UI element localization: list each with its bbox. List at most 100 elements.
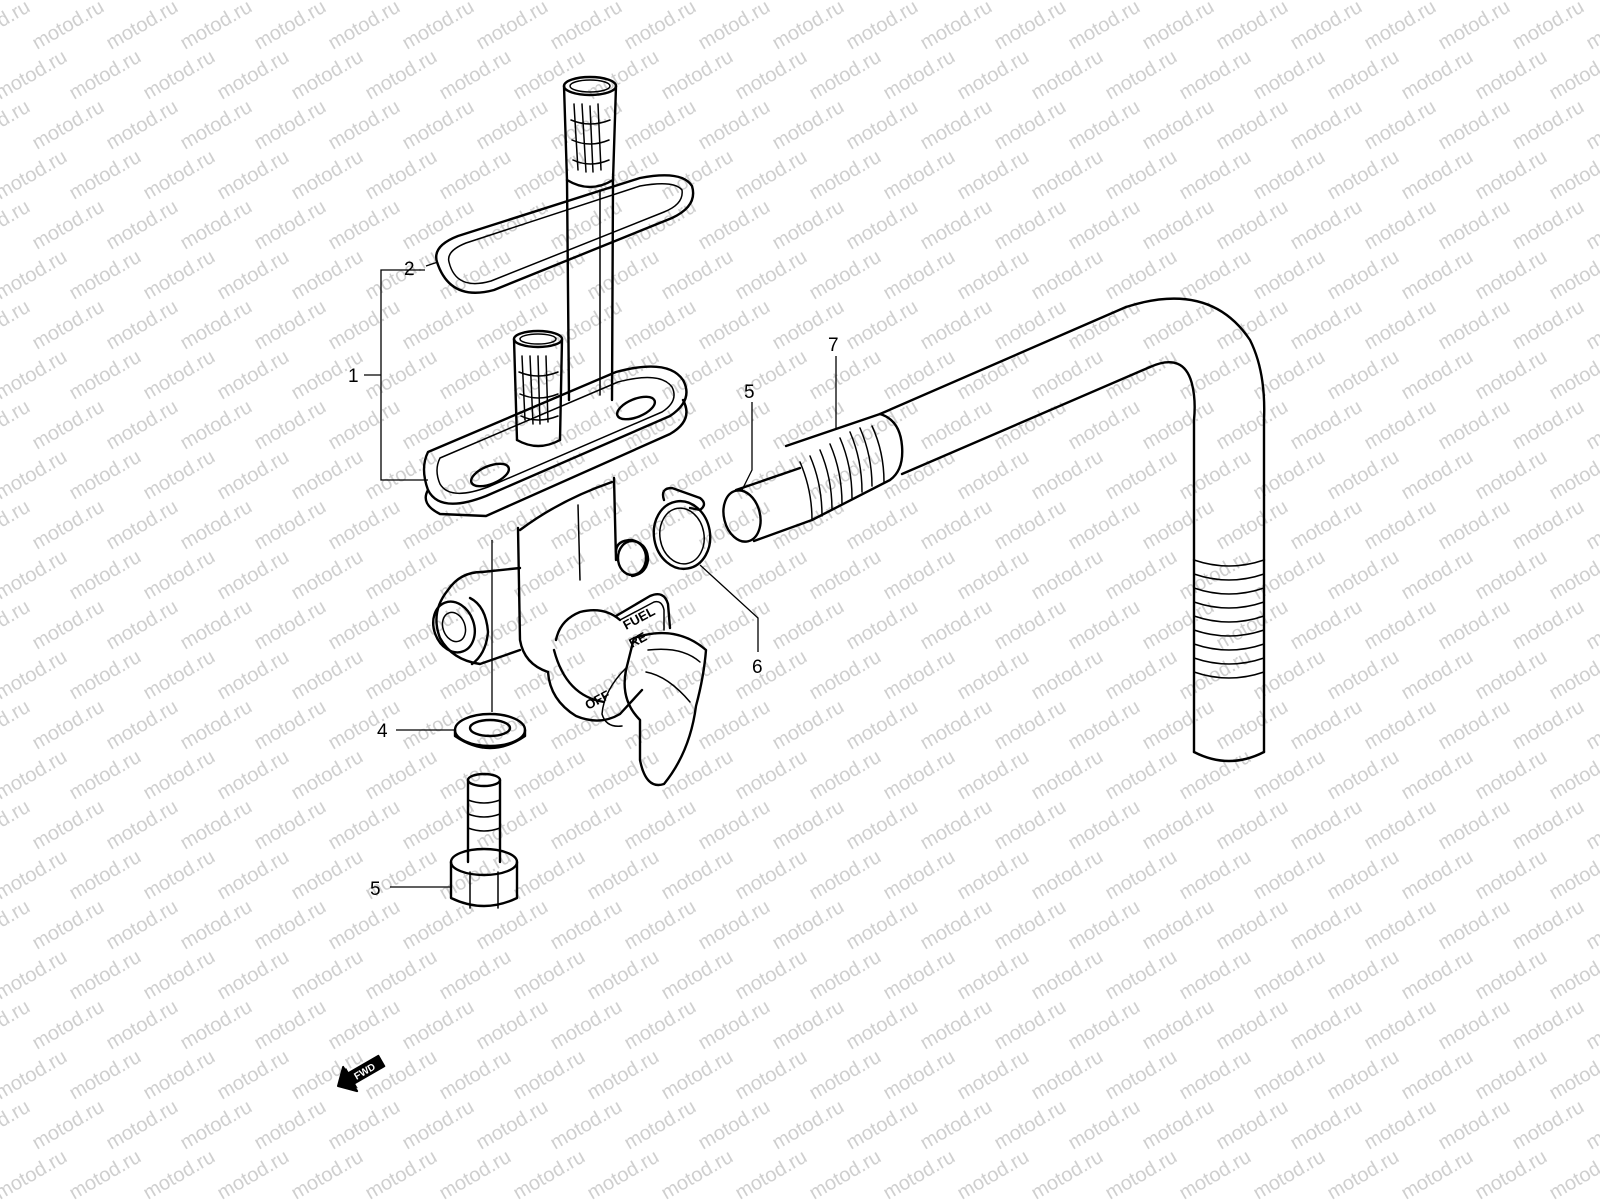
watermark-text: motod.ru bbox=[1546, 46, 1600, 105]
watermark-text: motod.ru bbox=[140, 846, 219, 905]
watermark-text: motod.ru bbox=[843, 696, 922, 755]
watermark-text: motod.ru bbox=[1509, 396, 1588, 455]
watermark-text: motod.ru bbox=[1065, 96, 1144, 155]
watermark-text: motod.ru bbox=[473, 1196, 552, 1200]
watermark-text: motod.ru bbox=[0, 846, 71, 905]
watermark-text: motod.ru bbox=[140, 1146, 219, 1200]
watermark-text: motod.ru bbox=[1213, 1096, 1292, 1155]
watermark-text: motod.ru bbox=[1509, 696, 1588, 755]
watermark-text: motod.ru bbox=[1176, 346, 1255, 405]
watermark-text: motod.ru bbox=[732, 1046, 811, 1105]
watermark-text: motod.ru bbox=[1102, 946, 1181, 1005]
watermark-text: motod.ru bbox=[843, 1196, 922, 1200]
watermark-text: motod.ru bbox=[806, 746, 885, 805]
watermark-text: motod.ru bbox=[732, 0, 811, 4]
watermark-text: motod.ru bbox=[214, 746, 293, 805]
watermark-text: motod.ru bbox=[1250, 646, 1329, 705]
watermark-text: motod.ru bbox=[288, 646, 367, 705]
watermark-text: motod.ru bbox=[843, 496, 922, 555]
watermark-text: motod.ru bbox=[103, 596, 182, 655]
watermark-text: motod.ru bbox=[806, 346, 885, 405]
watermark-text: motod.ru bbox=[880, 346, 959, 405]
watermark-text: motod.ru bbox=[214, 246, 293, 305]
watermark-text: motod.ru bbox=[1435, 896, 1514, 955]
watermark-text: motod.ru bbox=[621, 96, 700, 155]
watermark-text: motod.ru bbox=[1435, 496, 1514, 555]
watermark-text: motod.ru bbox=[991, 596, 1070, 655]
watermark-text: motod.ru bbox=[325, 1196, 404, 1200]
watermark-text: motod.ru bbox=[1435, 696, 1514, 755]
watermark-text: motod.ru bbox=[880, 146, 959, 205]
watermark-text: motod.ru bbox=[251, 1096, 330, 1155]
watermark-text: motod.ru bbox=[1583, 596, 1600, 655]
watermark-text: motod.ru bbox=[621, 1196, 700, 1200]
watermark-text: motod.ru bbox=[1398, 846, 1477, 905]
watermark-text: motod.ru bbox=[140, 946, 219, 1005]
watermark-text: motod.ru bbox=[1065, 0, 1144, 54]
watermark-text: motod.ru bbox=[991, 696, 1070, 755]
watermark-text: motod.ru bbox=[103, 396, 182, 455]
watermark-text: motod.ru bbox=[880, 546, 959, 605]
watermark-text: motod.ru bbox=[0, 946, 71, 1005]
watermark-text: motod.ru bbox=[214, 646, 293, 705]
watermark-text: motod.ru bbox=[1287, 796, 1366, 855]
watermark-text: motod.ru bbox=[843, 196, 922, 255]
watermark-text: motod.ru bbox=[251, 496, 330, 555]
watermark-text: motod.ru bbox=[29, 596, 108, 655]
watermark-text: motod.ru bbox=[658, 446, 737, 505]
watermark-text: motod.ru bbox=[1583, 896, 1600, 955]
watermark-text: motod.ru bbox=[1287, 1196, 1366, 1200]
watermark-text: motod.ru bbox=[1287, 96, 1366, 155]
watermark-text: motod.ru bbox=[991, 396, 1070, 455]
watermark-text: motod.ru bbox=[66, 746, 145, 805]
watermark-text: motod.ru bbox=[806, 846, 885, 905]
watermark-text: motod.ru bbox=[0, 546, 71, 605]
watermark-text: motod.ru bbox=[769, 1096, 848, 1155]
watermark-text: motod.ru bbox=[917, 496, 996, 555]
watermark-text: motod.ru bbox=[1287, 696, 1366, 755]
watermark-text: motod.ru bbox=[510, 246, 589, 305]
watermark-text: motod.ru bbox=[510, 846, 589, 905]
watermark-text: motod.ru bbox=[0, 696, 34, 755]
watermark-text: motod.ru bbox=[1213, 396, 1292, 455]
watermark-text: motod.ru bbox=[1509, 1196, 1588, 1200]
watermark-text: motod.ru bbox=[917, 896, 996, 955]
watermark-text: motod.ru bbox=[473, 0, 552, 54]
watermark-text: motod.ru bbox=[1546, 446, 1600, 505]
watermark-text: motod.ru bbox=[1361, 396, 1440, 455]
watermark-text: motod.ru bbox=[1287, 496, 1366, 555]
watermark-text: motod.ru bbox=[1546, 146, 1600, 205]
watermark-text: motod.ru bbox=[177, 1196, 256, 1200]
watermark-text: motod.ru bbox=[177, 296, 256, 355]
watermark-text: motod.ru bbox=[251, 196, 330, 255]
watermark-text: motod.ru bbox=[695, 196, 774, 255]
watermark-text: motod.ru bbox=[695, 896, 774, 955]
watermark-text: motod.ru bbox=[1324, 546, 1403, 605]
watermark-text: motod.ru bbox=[843, 896, 922, 955]
watermark-text: motod.ru bbox=[880, 846, 959, 905]
watermark-text: motod.ru bbox=[1250, 946, 1329, 1005]
watermark-text: motod.ru bbox=[436, 946, 515, 1005]
watermark-text: motod.ru bbox=[1583, 396, 1600, 455]
watermark-text: motod.ru bbox=[1509, 196, 1588, 255]
watermark-text: motod.ru bbox=[0, 596, 34, 655]
watermark-text: motod.ru bbox=[29, 0, 108, 54]
watermark-text: motod.ru bbox=[29, 496, 108, 555]
watermark-text: motod.ru bbox=[806, 1146, 885, 1200]
watermark-text: motod.ru bbox=[29, 896, 108, 955]
watermark-text: motod.ru bbox=[0, 246, 71, 305]
watermark-text: motod.ru bbox=[1287, 596, 1366, 655]
watermark-text: motod.ru bbox=[66, 846, 145, 905]
gasket-part-2 bbox=[435, 174, 695, 294]
watermark-text: motod.ru bbox=[399, 796, 478, 855]
watermark-text: motod.ru bbox=[954, 0, 1033, 4]
watermark-text: motod.ru bbox=[288, 446, 367, 505]
watermark-text: motod.ru bbox=[769, 96, 848, 155]
watermark-text: motod.ru bbox=[251, 96, 330, 155]
watermark-text: motod.ru bbox=[1324, 146, 1403, 205]
watermark-text: motod.ru bbox=[547, 1196, 626, 1200]
watermark-text: motod.ru bbox=[658, 646, 737, 705]
watermark-text: motod.ru bbox=[806, 646, 885, 705]
watermark-text: motod.ru bbox=[1583, 996, 1600, 1055]
